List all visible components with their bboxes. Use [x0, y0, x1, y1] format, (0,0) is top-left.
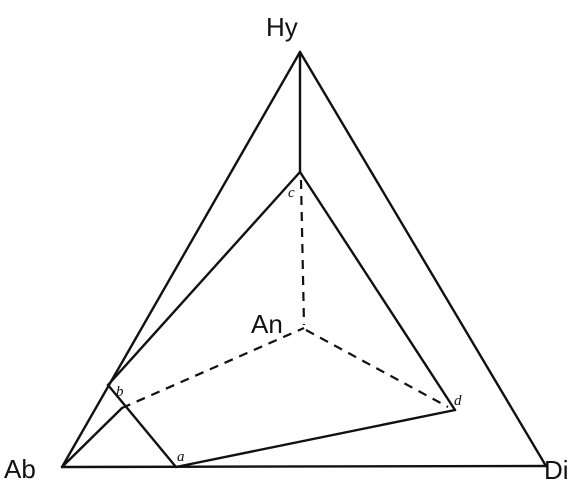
point-label-a: a [177, 449, 185, 465]
vertex-label-hy: Hy [266, 12, 298, 42]
edge-ab-di [60, 464, 548, 469]
point-label-c: c [288, 185, 295, 201]
edge-hy-di [298, 50, 548, 468]
hidden-edge-b-an [121, 326, 305, 410]
vertex-label-di: Di [544, 455, 569, 485]
section-edge-c-d [298, 170, 457, 412]
point-label-d: d [454, 393, 462, 409]
section-edge-d-a [174, 408, 457, 469]
point-label-b: b [116, 384, 124, 400]
hidden-edge-c-an [299, 179, 306, 326]
section-edge-b-c [106, 170, 302, 387]
vertex-label-ab: Ab [4, 454, 36, 484]
vertex-label-an: An [251, 309, 283, 339]
edge-hy-ab [60, 50, 302, 469]
hidden-edge-an-d [305, 329, 449, 408]
section-edge-a-b [106, 383, 178, 469]
section-edge-ab-b [60, 406, 124, 469]
